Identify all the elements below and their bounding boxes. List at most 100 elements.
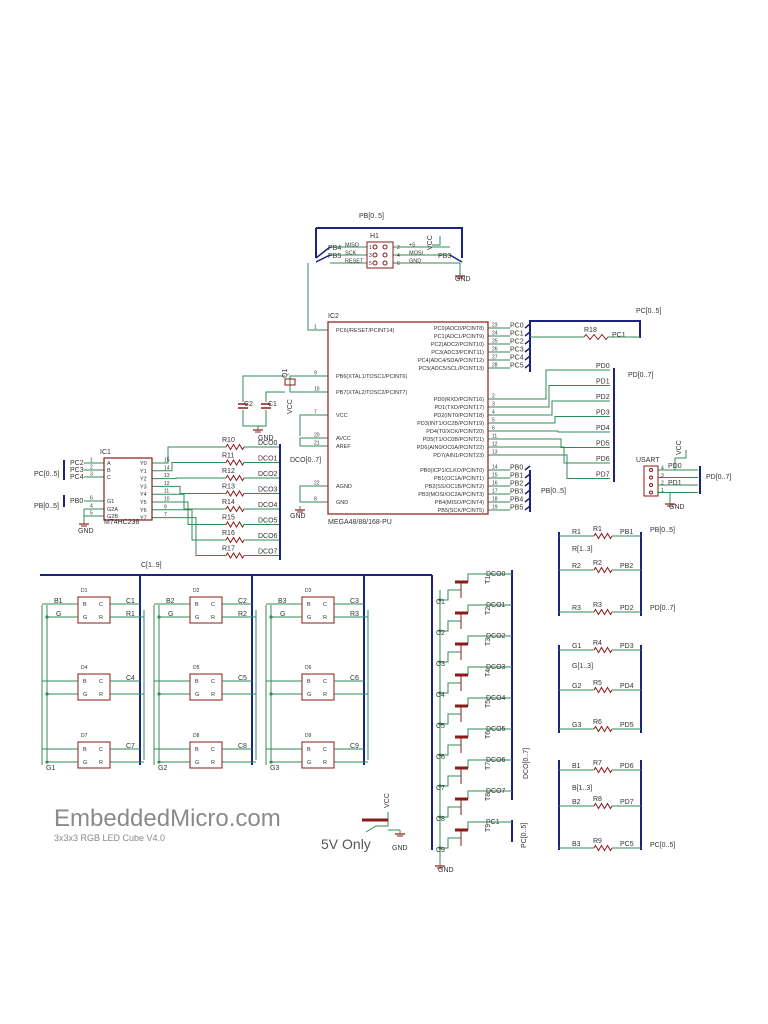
- rgb-led-g-junction: [45, 760, 49, 764]
- ic2-left-pin-number: 21: [314, 441, 320, 447]
- rgb-led-pin-b: B: [195, 747, 199, 753]
- usart-pin: [649, 490, 653, 495]
- h1-left-pin-label: MISO: [345, 243, 360, 249]
- crystal-wire: [289, 386, 308, 393]
- resnet-resistor-name: R1: [593, 526, 602, 533]
- ic2-right-pin-number: 26: [492, 347, 498, 353]
- ic2-right-pin-net: PB0: [510, 465, 523, 472]
- h1-bus-label: PB[0..5]: [359, 213, 384, 220]
- rgb-led-pin-g: G: [195, 760, 199, 766]
- transistor-dco-net: DCO6: [486, 757, 506, 764]
- ic2-right-pin-number: 2: [492, 394, 495, 400]
- resnet-resistor: [593, 725, 613, 733]
- ic2-left-pin-number: 20: [314, 433, 320, 439]
- rgb-led-pin-b: B: [195, 602, 199, 608]
- rgb-led-body: [77, 673, 111, 701]
- transistor-name: T9: [485, 824, 492, 832]
- ic1-resistor: [225, 521, 245, 528]
- ic1-dco-net: DCO5: [258, 518, 278, 525]
- ic2-left-pin-name: AGND: [336, 484, 352, 490]
- usart-vcc: VCC: [676, 440, 683, 455]
- ic2-right-pin-net: PB2: [510, 481, 523, 488]
- resnet-resistor-name: R5: [593, 680, 602, 687]
- ic1-in-pin-name: G2A: [107, 507, 118, 513]
- ic2-right-pin-number: 16: [492, 481, 498, 487]
- resnet-resistor: [593, 608, 613, 616]
- r18-symbol: [583, 333, 609, 341]
- rgb-led-body: [301, 673, 335, 701]
- ic1-in-pin-number: 1: [90, 458, 93, 464]
- usart-net: PD1: [668, 480, 682, 487]
- ic2-right-pin-net: PC2: [510, 339, 524, 346]
- rgb-led-pin-c: C: [323, 747, 327, 753]
- transistor-name: T3: [485, 638, 492, 646]
- rgb-led-pin-c: C: [211, 747, 215, 753]
- ic2-right-pin-number: 15: [492, 473, 498, 479]
- rgb-led-name: D1: [81, 588, 88, 594]
- ic1-resistor-name: R15: [222, 515, 235, 522]
- h1-vcc-wire: [432, 236, 441, 246]
- usart-pin: [649, 483, 653, 487]
- ic2-right-pin-number: 11: [492, 434, 497, 440]
- rgb-led-body: [77, 741, 111, 769]
- transistor-c-net: C7: [436, 785, 445, 792]
- resnet-resistor-name: R2: [593, 560, 602, 567]
- ic2-right-pin-number: 18: [492, 497, 498, 503]
- ic1-resistor-name: R17: [222, 546, 235, 553]
- power-jack-wire: [365, 812, 389, 833]
- rgb-led-pin-c: C: [99, 679, 103, 685]
- r18-label: R18: [584, 327, 597, 334]
- crystal-body: [284, 378, 296, 386]
- transistor-gate-wire: [467, 604, 512, 613]
- rgb-led-pin-g: G: [307, 615, 311, 621]
- transistor-source-wire: [440, 744, 461, 756]
- ic2-right-pin-number: 5: [492, 418, 495, 424]
- ic1-pc-bus: PC[0..5]: [34, 471, 59, 478]
- rgb-led-pin-g: G: [83, 760, 87, 766]
- cube-group-label: G1: [46, 765, 55, 772]
- transistor-dco-net: DCO0: [486, 571, 506, 578]
- ic2-right-pin-name: PD4(T0/XCK/PCINT20): [426, 429, 484, 435]
- ic1-in-net: PC2: [70, 460, 84, 467]
- resnet-pd-bus: PD[0..7]: [650, 605, 675, 612]
- resnet-right-net: PD6: [620, 763, 634, 770]
- transistor-gate-wire: [467, 759, 512, 768]
- rgb-led-pin-b: B: [195, 679, 199, 685]
- h1-pin-number: 2: [397, 245, 400, 251]
- ic2-right-pin-net: PB5: [510, 505, 523, 512]
- h1-pin-hole: [382, 252, 388, 258]
- ic1-in-pin-number: 2: [90, 465, 93, 471]
- ic2-right-pin-name: PC4(ADC4/SDA/PCINT12): [418, 358, 484, 364]
- ic1-out-pin-number: 11: [164, 489, 169, 495]
- ic2-right-pin-number: 6: [492, 426, 495, 432]
- rgb-led-pin-c: C: [211, 602, 215, 608]
- transistor-gnd: GND: [438, 867, 454, 874]
- ic2-pd-net: PD0: [596, 363, 610, 370]
- ic2-part: MEGA48/88/168-PU: [328, 519, 392, 526]
- ic2-left-pin-name: GND: [336, 500, 348, 506]
- rgb-led-pin-c: C: [323, 679, 327, 685]
- rgb-led-body: [301, 741, 335, 769]
- h1-pin-number: 1: [369, 245, 372, 251]
- five-volt-note: 5V Only: [321, 836, 371, 852]
- ic2-pd-bus: PD[0..7]: [628, 372, 653, 379]
- h1-pin-hole: [382, 260, 388, 266]
- transistor-name: T7: [485, 762, 492, 770]
- h1-pin-number: 5: [369, 261, 372, 267]
- h1-vcc: VCC: [427, 235, 434, 250]
- c1-label: C1: [268, 401, 277, 408]
- rgb-led-pin-r: R: [323, 760, 327, 766]
- transistor-c-net: C3: [436, 661, 445, 668]
- resnet-left-net: R3: [572, 605, 581, 612]
- transistor-source-wire: [440, 682, 461, 694]
- cube-group-label: G3: [270, 765, 279, 772]
- usart-pin-number: 1: [661, 488, 664, 494]
- ic2-right-pin-net: PC5: [510, 363, 524, 370]
- h1-net-pb4: PB4: [328, 245, 341, 252]
- h1-reset-to-ic2: [307, 263, 316, 331]
- ic1-resistor-name: R10: [222, 437, 235, 444]
- c2-wire: [242, 375, 285, 402]
- rgb-led-c-net: C4: [126, 675, 135, 682]
- resnet-resistor-name: R3: [593, 602, 602, 609]
